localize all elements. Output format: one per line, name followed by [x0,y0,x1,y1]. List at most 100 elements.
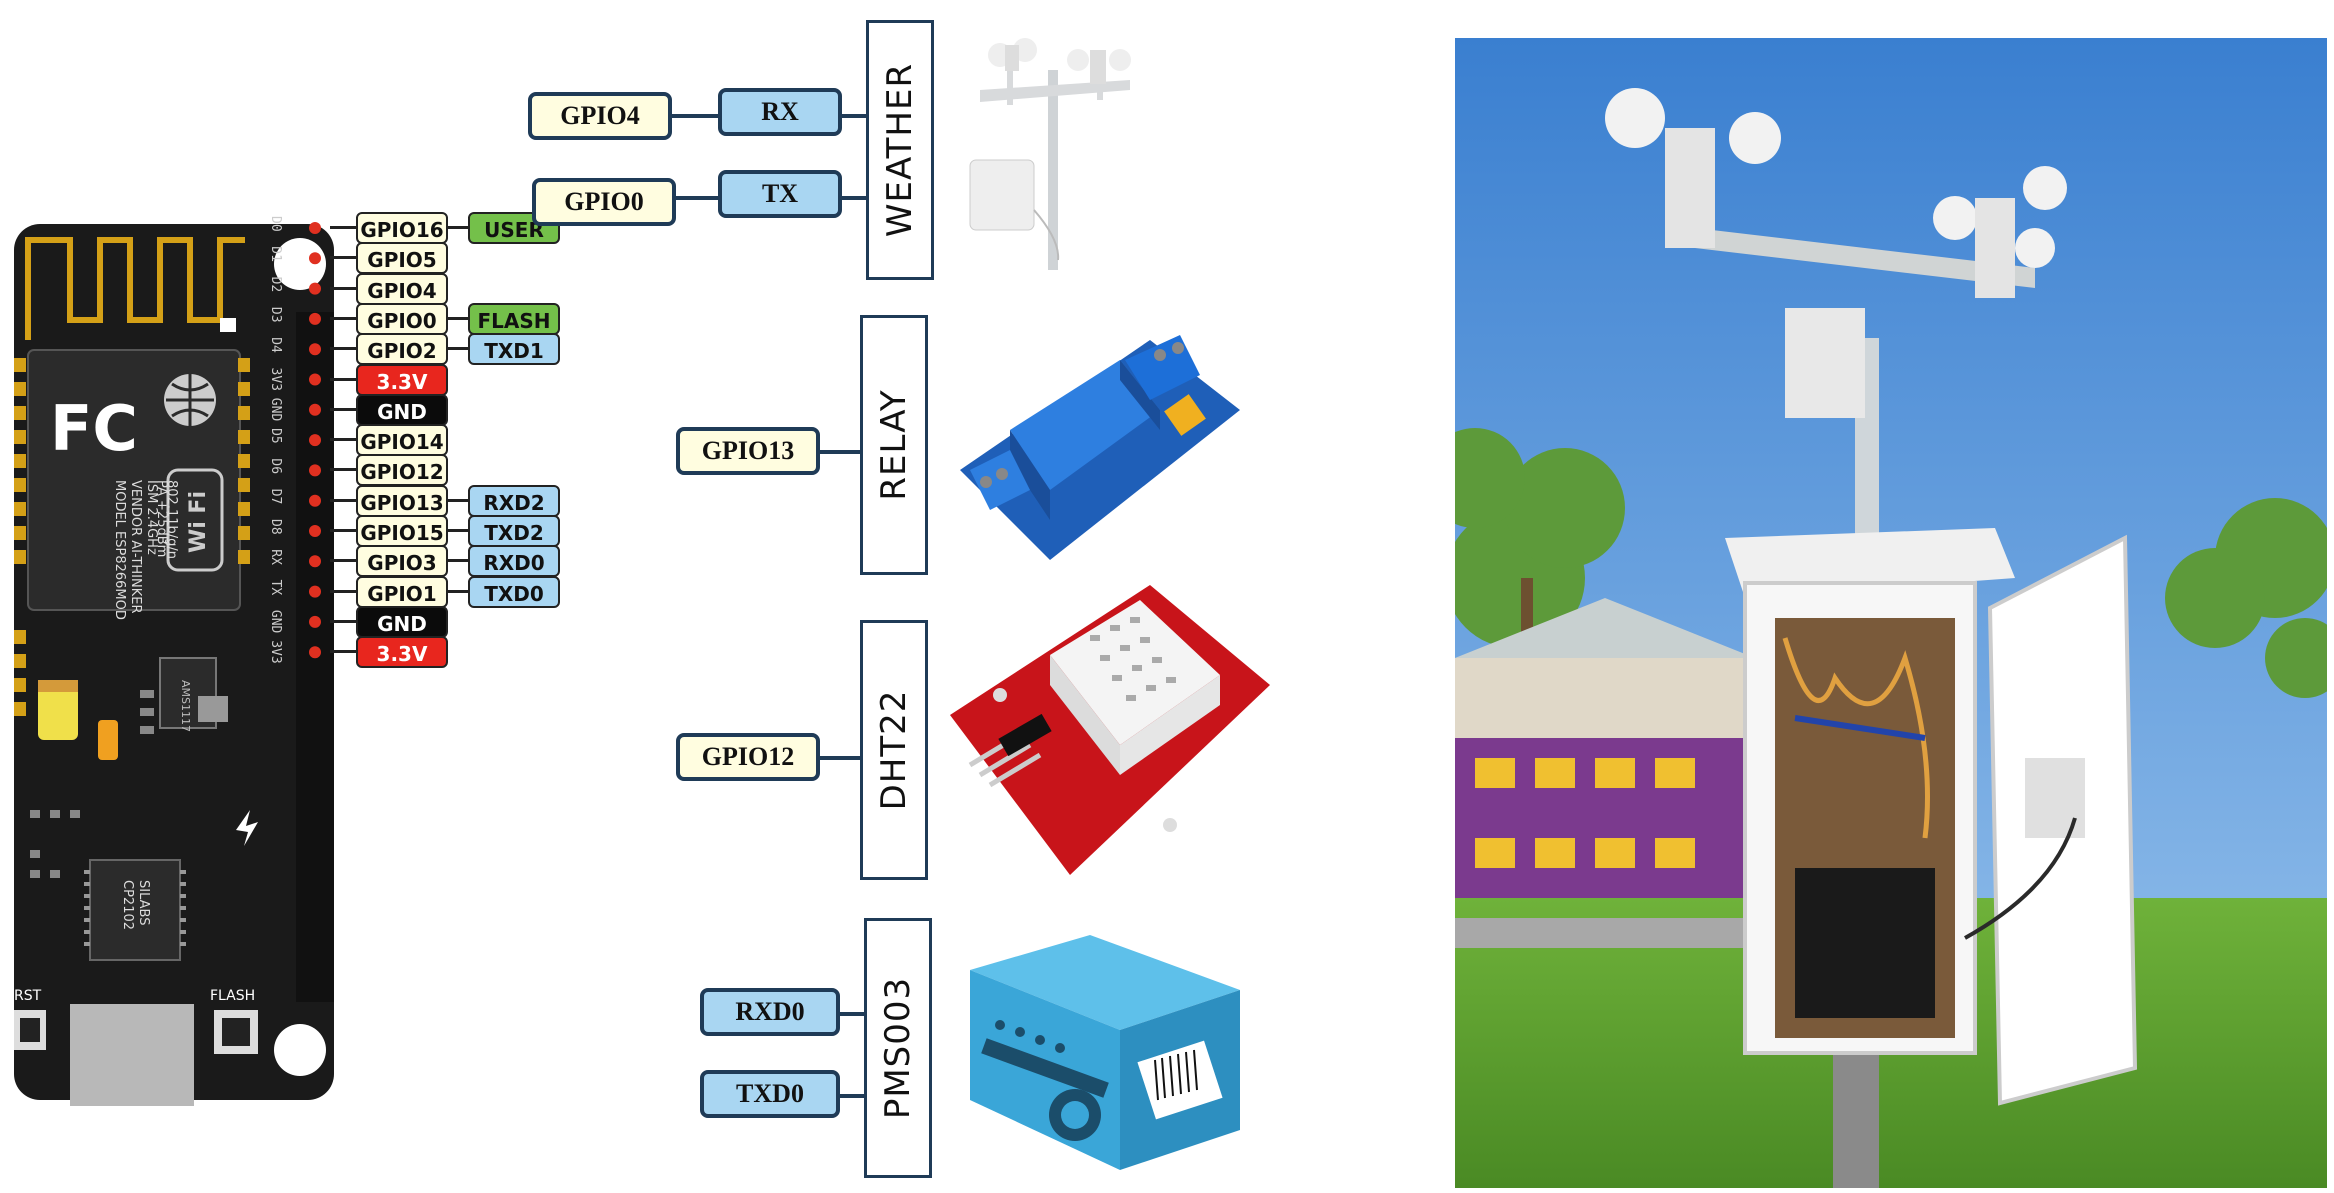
svg-text:VENDOR AI-THINKER: VENDOR AI-THINKER [128,480,143,614]
pin-dot [309,464,321,477]
pin-label-gpio5: GPIO5 [356,242,448,275]
relay-gpio13-box: GPIO13 [676,427,820,475]
pin-dot [309,646,321,659]
svg-text:AMS1117: AMS1117 [179,680,192,732]
pin-wire [330,468,356,472]
weather-rx-wire-2 [838,114,872,118]
svg-text:RST: RST [14,988,42,1004]
alt-wire [448,498,468,502]
pin-dot [309,252,321,265]
svg-text:SILABS: SILABS [136,880,151,925]
weather-gpio0-box: GPIO0 [532,178,676,226]
svg-text:Wi Fi: Wi Fi [186,491,211,553]
pin-label-gpio1: GPIO1 [356,575,448,608]
pms003-panel: PMS003 [864,918,932,1178]
relay-panel: RELAY [860,315,928,575]
pin-name: 3V3 [268,368,283,391]
pin-name: D0 [268,216,283,232]
relay-module-image [960,335,1240,560]
pin-alt-txd2: TXD2 [468,515,560,547]
pin-dot [309,312,321,325]
pin-wire [330,256,356,260]
pin-dot [309,494,321,507]
pin-name: TX [268,580,283,596]
pin-name: D1 [268,246,283,262]
usb-connector [70,1004,194,1106]
pin-dot [309,525,321,537]
pin-label-gpio4: GPIO4 [356,272,448,305]
alt-wire [448,589,468,593]
pin-wire [330,407,356,411]
pin-label-gpio16: GPIO16 [356,212,448,244]
pin-label-gpio3: GPIO3 [356,545,448,578]
weather-tx-box: TX [718,170,842,218]
pin-wire [330,559,356,563]
dht22-panel: DHT22 [860,620,928,880]
nodemcu-board: FC Wi Fi MODEL ESP8266MOD VENDOR AI-THIN… [14,216,334,1106]
wiring-diagram: FC Wi Fi MODEL ESP8266MOD VENDOR AI-THIN… [0,0,1270,1193]
dht22-label: DHT22 [874,689,914,811]
pin-wire [330,286,356,290]
weather-gpio4-box: GPIO4 [528,92,672,140]
pin-wire [330,619,356,623]
pin-name: RX [268,549,283,565]
pin-label-gpio0: GPIO0 [356,302,448,335]
pin-dot [309,373,321,386]
svg-text:FLASH: FLASH [210,988,255,1004]
alt-wire [448,559,468,563]
pin-name: D3 [268,307,283,323]
pin-dot [309,615,321,628]
cp2102-chip [89,859,181,961]
pin-wire [330,377,356,381]
pin-header [309,222,321,659]
pin-name: D2 [268,277,283,293]
pin-dot [309,585,321,598]
pms-txd0-box: TXD0 [700,1070,840,1118]
dht22-gpio12-box: GPIO12 [676,733,820,781]
alt-wire [448,529,468,532]
pin-name: D6 [268,458,283,474]
pin-label-gnd: GND [356,393,448,426]
installed-station-photo [1455,38,2327,1188]
antenna-trace [25,237,245,340]
pin-wire [330,498,356,502]
pin-label-gpio2: GPIO2 [356,333,448,366]
svg-text:ISM 2.4GHz: ISM 2.4GHz [144,480,159,555]
pin-label-gpio14: GPIO14 [356,424,448,457]
weather-tx-wire-2 [838,196,872,200]
pms-txd0-wire [838,1094,868,1098]
pin-wire [330,316,356,320]
pin-label-33v: 3.3V [356,363,448,396]
pin-name: D8 [268,519,283,535]
pin-wire [330,650,356,654]
pin-dot [309,343,321,356]
pms003-sensor-image [970,935,1240,1170]
pin-wire [330,347,356,351]
pin-name: 3V3 [268,640,283,663]
pin-wire [330,529,356,532]
svg-text:CP2102: CP2102 [120,880,135,930]
pin-dot [309,403,321,416]
weather-label: WEATHER [880,62,920,238]
fcc-logo-text: FC [50,392,138,465]
wifi-logo: Wi Fi [166,468,224,572]
weather-tx-wire [674,196,728,200]
dht22-wire [818,756,864,760]
relay-wire [818,450,864,454]
pms-rxd0-box: RXD0 [700,988,840,1036]
pin-alt-txd0: TXD0 [468,575,560,608]
pin-name: D7 [268,489,283,505]
globe-icon [164,374,216,426]
relay-label: RELAY [874,389,914,501]
pms-rxd0-wire [838,1012,868,1016]
pin-wire [330,438,356,442]
pin-name: D5 [268,428,283,444]
pin-dot [309,555,321,568]
pin-dot [309,434,321,447]
alt-wire [448,347,468,351]
pms003-label: PMS003 [878,976,918,1120]
weather-rx-wire [668,114,728,118]
pin-label-33v: 3.3V [356,636,448,669]
pin-wire [330,589,356,593]
